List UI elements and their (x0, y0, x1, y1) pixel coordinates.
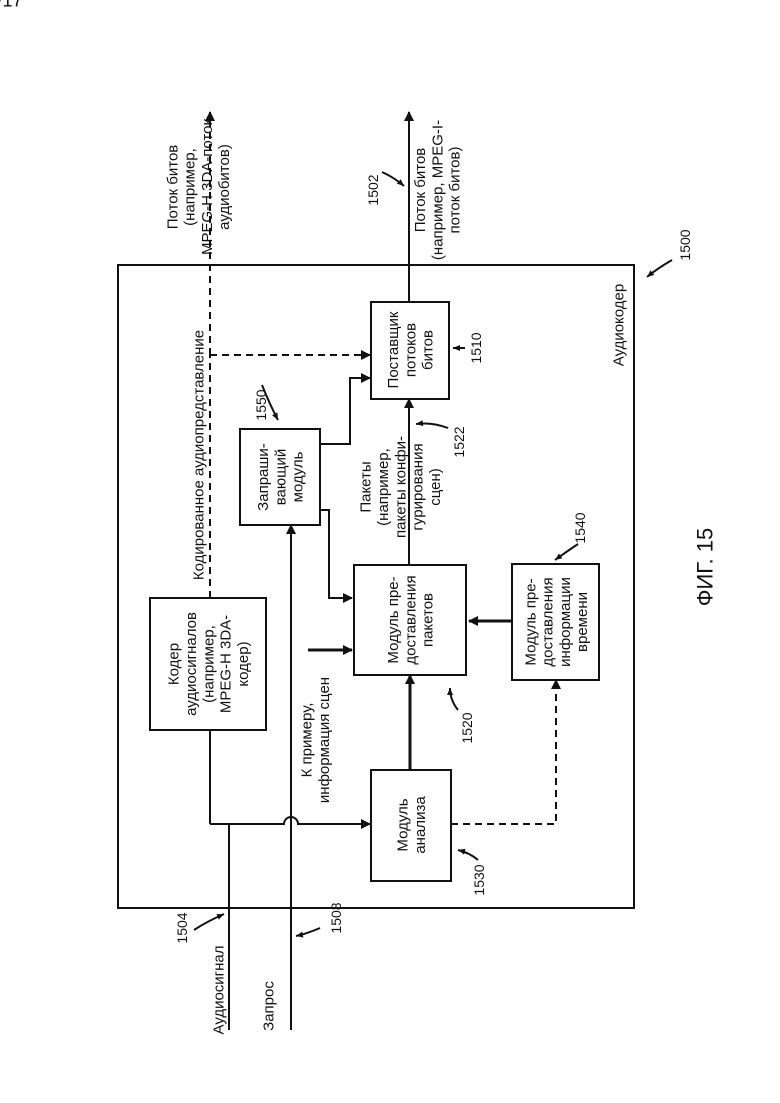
label-line: поток битов) (447, 147, 464, 234)
label-line: кодер) (235, 641, 252, 686)
ref-1504-leader (194, 914, 224, 930)
label-line: 1540 (572, 512, 588, 543)
ref-1540-leader (555, 544, 578, 560)
label-line: (например, (182, 148, 199, 226)
label-line: аудиобитов) (216, 144, 233, 230)
ref-1522-leader (416, 424, 448, 429)
label-line: 1502 (365, 174, 381, 205)
label-line: информации (557, 577, 574, 667)
label-line: пакеты конфи- (392, 436, 409, 538)
label-line: времени (574, 592, 591, 652)
label-line: (например, MPEG-I- (429, 120, 446, 260)
label-line: Запраши- (255, 443, 272, 511)
label-line: 1530 (471, 864, 487, 895)
requesting-module-label: Запраши-вающиймодуль (255, 443, 307, 511)
ref-1502-leader (382, 172, 404, 186)
label-line: гурирования (410, 443, 427, 530)
ref-1508: 1508 (328, 902, 344, 933)
audio-encoder-label: Аудиокодер (610, 284, 627, 367)
ref-1520-leader (450, 688, 458, 710)
bitstream-left-label: Поток битов(например,MPEG-H 3DA-потокауд… (164, 119, 233, 256)
label-line: Модуль пре- (522, 578, 539, 665)
ref-1500: 1500 (677, 229, 693, 260)
label-line: Поток битов (164, 145, 181, 230)
label-line: 1520 (459, 712, 475, 743)
label-line: Поток битов (412, 148, 429, 233)
ref-1530: 1530 (471, 864, 487, 895)
label-line: битов (420, 330, 437, 370)
ref-1540: 1540 (572, 512, 588, 543)
label-line: Пакеты (358, 461, 375, 512)
requesting-to-bitstream-arrow (320, 378, 370, 444)
requesting-to-packet-arrow (320, 510, 352, 598)
label-line: информация сцен (316, 677, 333, 803)
label-line: Кодер (166, 643, 183, 685)
label-line: пакетов (420, 593, 437, 647)
request-label: Запрос (260, 981, 277, 1031)
ref-1530-leader (458, 850, 478, 860)
ref-1508-leader (296, 928, 320, 936)
label-line: Запрос (260, 981, 277, 1031)
label-line: (например, (200, 625, 217, 703)
label-line: 1510 (468, 332, 484, 363)
label-line: Модуль (395, 798, 412, 851)
scene-info-label: К примеру,информация сцен (299, 677, 333, 803)
label-line: ФИГ. 15 (693, 528, 718, 606)
ref-1510: 1510 (468, 332, 484, 363)
ref-1520: 1520 (459, 712, 475, 743)
label-line: Аудиокодер (610, 284, 627, 367)
audio-signal-label: Аудиосигнал (210, 945, 227, 1034)
label-line: анализа (412, 796, 429, 854)
label-line: 1508 (328, 902, 344, 933)
analysis-label: Модульанализа (395, 796, 429, 854)
label-line: 12/17 (0, 0, 23, 10)
ref-1500-leader (647, 260, 672, 277)
label-line: 1522 (451, 426, 467, 457)
label-line: (например, (375, 448, 392, 526)
label-line: MPEG-H 3DA- (218, 615, 235, 713)
label-line: 1500 (677, 229, 693, 260)
label-line: сцен) (427, 468, 444, 506)
label-line: MPEG-H 3DA-поток (199, 119, 216, 256)
analysis-to-time-arrow (451, 680, 556, 824)
coded-representation-label: Кодированное аудиопредставление (190, 330, 207, 580)
ref-1522: 1522 (451, 426, 467, 457)
packets-label: Пакеты(например,пакеты конфи-гурирования… (358, 436, 444, 538)
label-line: потоков (402, 323, 419, 377)
label-line: доставления (540, 577, 557, 666)
label-line: Кодированное аудиопредставление (190, 330, 207, 580)
ref-1502: 1502 (365, 174, 381, 205)
label-line: доставления (402, 575, 419, 664)
figure-label: ФИГ. 15 (693, 528, 718, 606)
label-line: К примеру, (299, 703, 316, 778)
label-line: вающий (272, 449, 289, 506)
label-line: 1504 (174, 912, 190, 943)
label-line: Модуль пре- (385, 576, 402, 663)
label-line: модуль (290, 451, 307, 502)
label-line: Аудиосигнал (210, 945, 227, 1034)
label-line: Поставщик (385, 311, 402, 388)
label-line: аудиосигналов (183, 612, 200, 716)
ref-1504: 1504 (174, 912, 190, 943)
bitstream-right-label: Поток битов(например, MPEG-I-поток битов… (412, 120, 464, 260)
page-number: 12/17 (0, 0, 23, 10)
